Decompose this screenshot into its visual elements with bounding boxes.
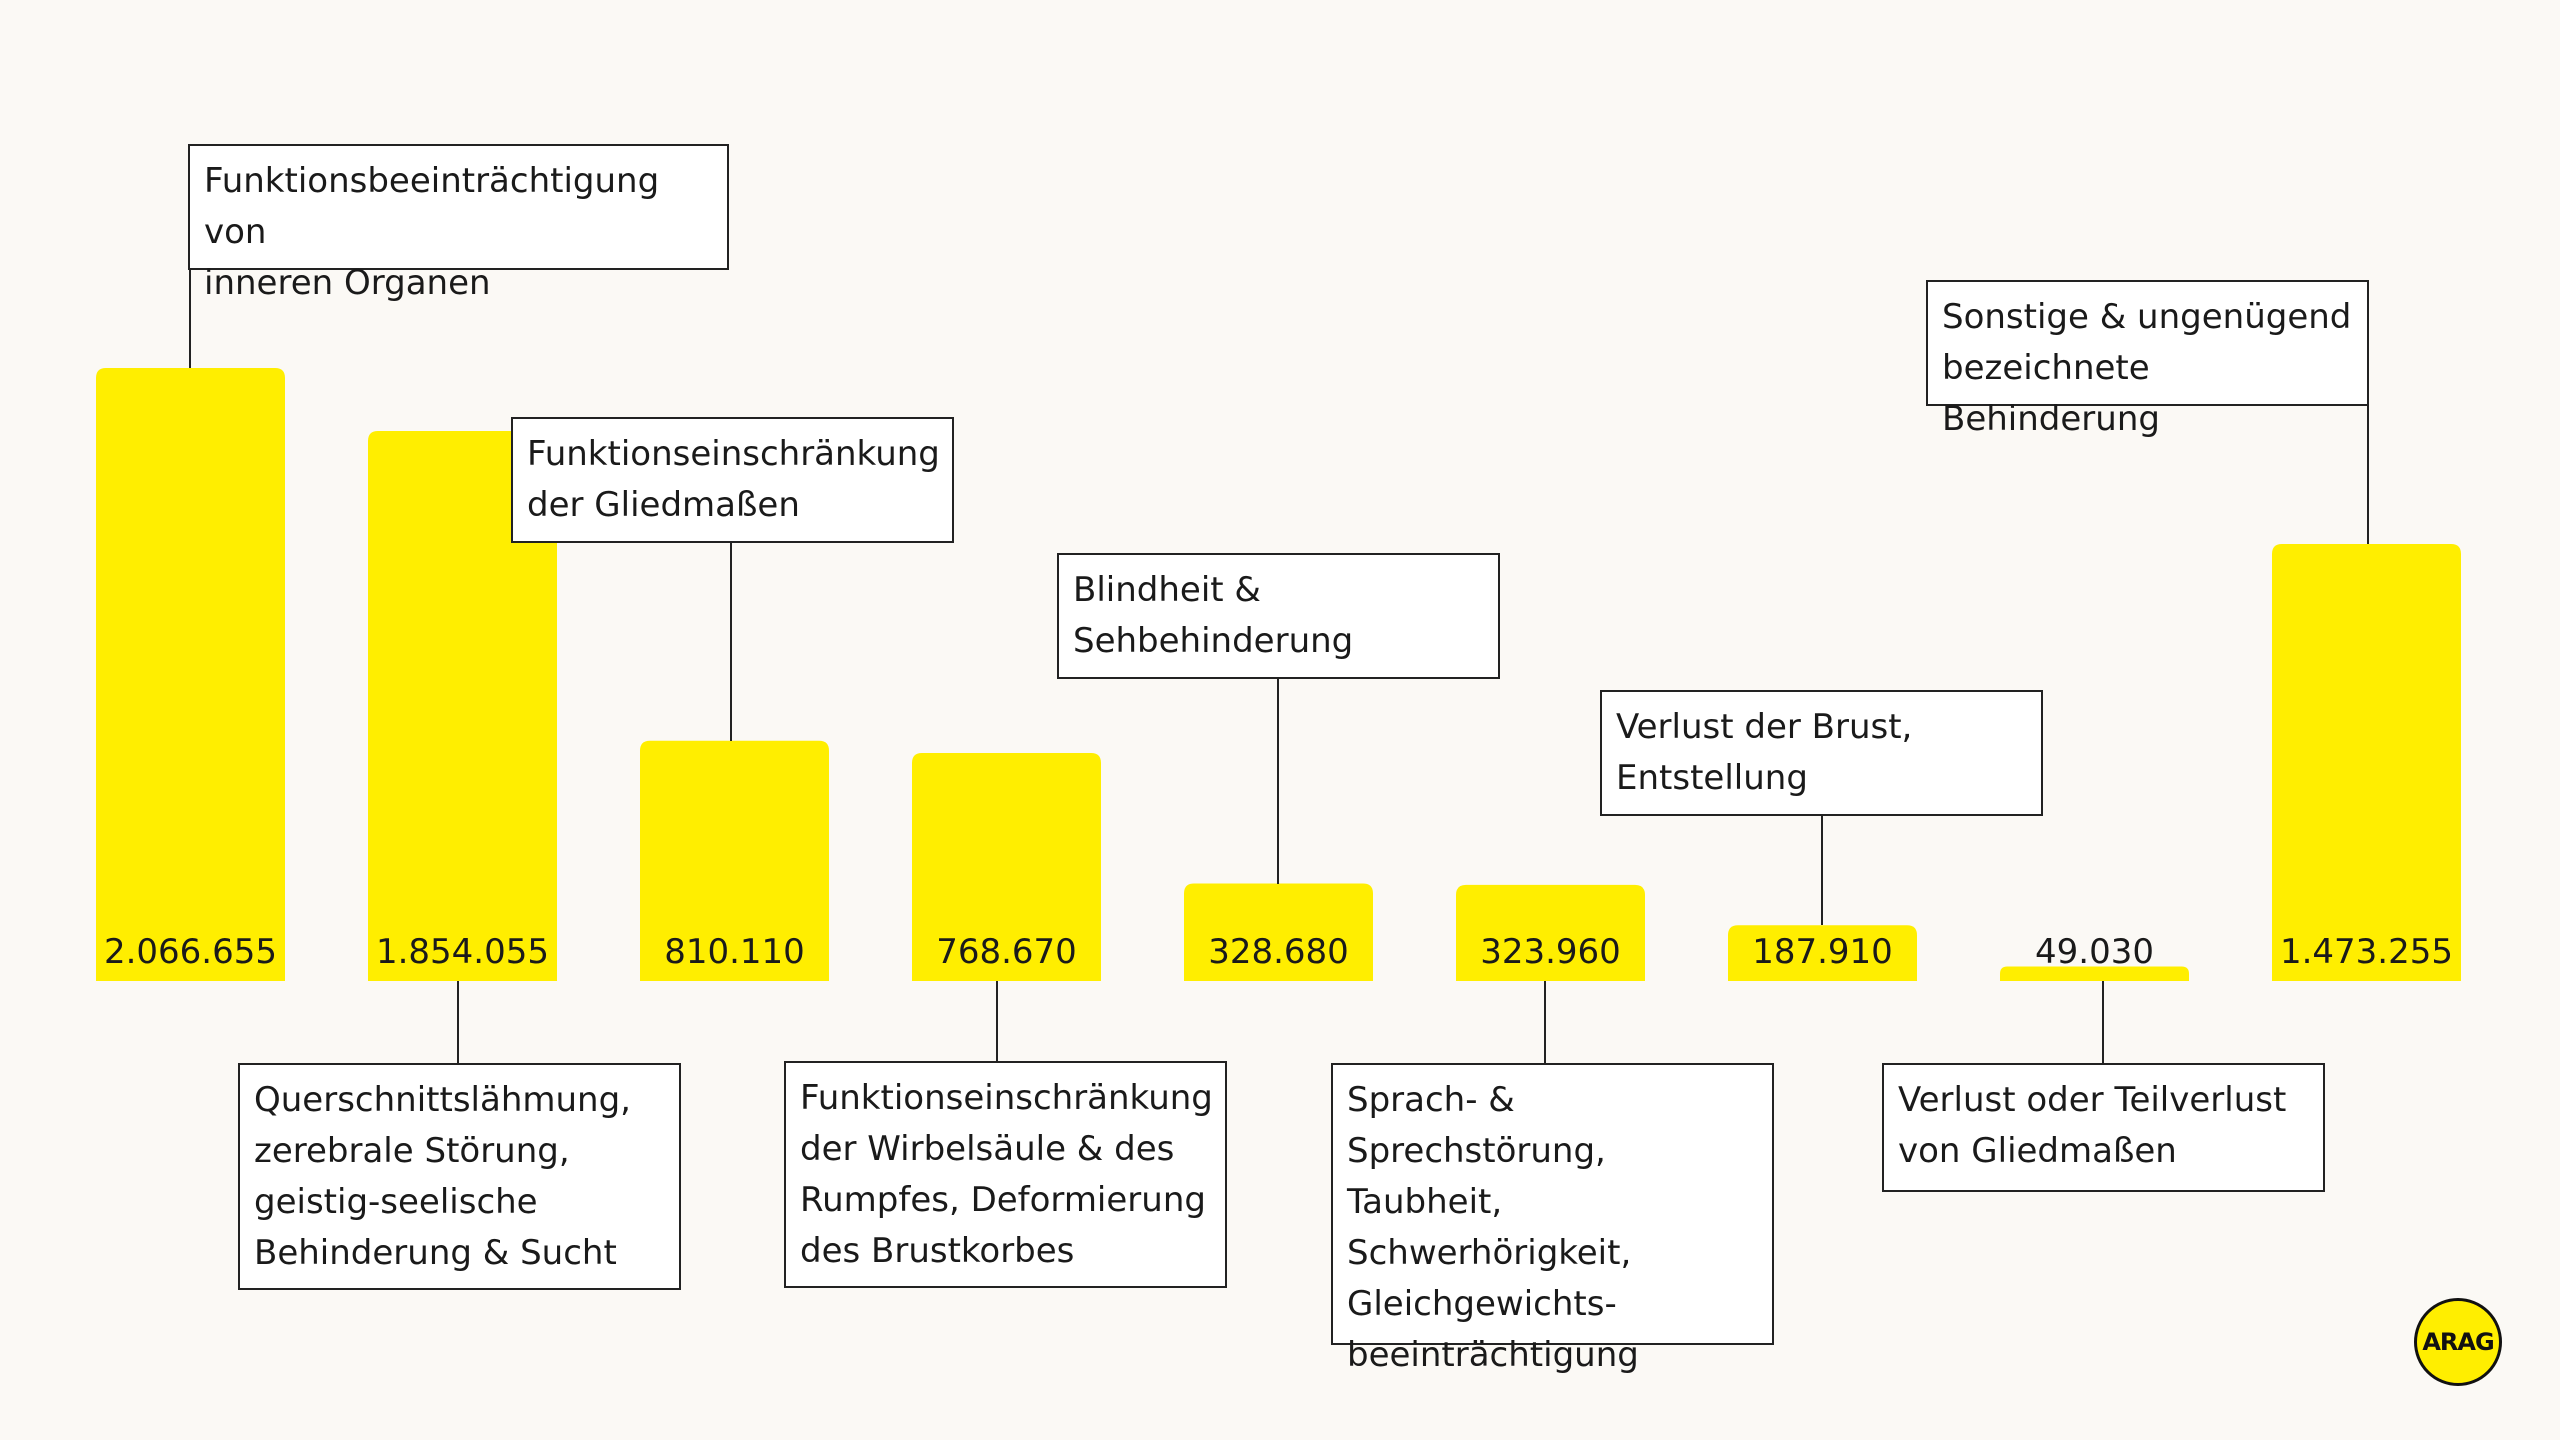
category-label-line: von Gliedmaßen — [1898, 1131, 2177, 1171]
category-label-4: Funktionseinschränkung der Wirbelsäule & … — [784, 1061, 1227, 1288]
value-label-5: 328.680 — [1208, 932, 1349, 972]
logo-text: ARAG — [2422, 1328, 2494, 1356]
bar-1 — [96, 368, 285, 981]
bar-7 — [1728, 925, 1917, 981]
bar-9 — [2272, 544, 2461, 981]
category-label-line: Schwerhörigkeit, — [1347, 1233, 1632, 1273]
category-label-line: Sehbehinderung — [1073, 621, 1354, 661]
value-label-6: 323.960 — [1480, 932, 1621, 972]
value-label-4: 768.670 — [936, 932, 1077, 972]
category-label-9: Sonstige & ungenügend bezeichnete Behinde… — [1926, 280, 2369, 439]
category-label-line: bezeichnete Behinderung — [1942, 348, 2160, 439]
value-label-3: 810.110 — [664, 932, 805, 972]
connector-line-5 — [1277, 679, 1279, 884]
category-label-8: Verlust oder Teilverlust von Gliedmaßen — [1882, 1063, 2325, 1192]
bar-2 — [368, 431, 557, 981]
category-label-line: Sprechstörung, Taubheit, — [1347, 1131, 1606, 1222]
category-label-7: Verlust der Brust, Entstellung — [1600, 690, 2043, 816]
category-label-line: Querschnittslähmung, — [254, 1080, 631, 1120]
category-label-line: der Wirbelsäule & des — [800, 1129, 1175, 1169]
value-label-8: 49.030 — [2035, 932, 2154, 972]
category-label-line: beeinträchtigung — [1347, 1335, 1639, 1375]
value-label-2: 1.854.055 — [375, 932, 550, 972]
value-label-9: 1.473.255 — [2279, 932, 2454, 972]
connector-line-7 — [1821, 816, 1823, 926]
category-label-3: Funktionseinschränkung der Gliedmaßen — [511, 417, 954, 543]
category-label-line: geistig-seelische — [254, 1182, 538, 1222]
category-label-5: Blindheit & Sehbehinderung — [1057, 553, 1500, 679]
connector-line-9 — [2367, 406, 2369, 544]
category-label-line: des Brustkorbes — [800, 1231, 1075, 1271]
bar-3 — [640, 740, 829, 981]
connector-line-8 — [2102, 981, 2104, 1063]
value-label-1: 2.066.655 — [103, 932, 278, 972]
category-label-line: Funktionseinschränkung — [800, 1078, 1213, 1118]
value-label-7: 187.910 — [1752, 932, 1893, 972]
bar-8 — [2000, 966, 2189, 981]
category-label-line: der Gliedmaßen — [527, 485, 800, 525]
category-label-line: Entstellung — [1616, 758, 1808, 798]
category-label-line: Gleichgewichts- — [1347, 1284, 1617, 1324]
category-label-6: Sprach- & Sprechstörung, Taubheit, Schwerh… — [1331, 1063, 1774, 1375]
category-label-line: Behinderung & Sucht — [254, 1233, 617, 1273]
connector-line-4 — [996, 981, 998, 1061]
category-label-line: Verlust der Brust, — [1616, 707, 1913, 747]
category-label-line: inneren Organen — [204, 263, 491, 303]
category-label-line: Verlust oder Teilverlust — [1898, 1080, 2287, 1120]
bar-6 — [1456, 884, 1645, 981]
category-label-line: Funktionseinschränkung — [527, 434, 940, 474]
category-label-line: Blindheit & — [1073, 570, 1261, 610]
category-label-line: Sprach- & — [1347, 1080, 1515, 1120]
connector-line-1 — [189, 270, 191, 368]
category-label-line: Funktionsbeeinträchtigung von — [204, 161, 660, 252]
bar-4 — [912, 753, 1101, 981]
category-label-2: Querschnittslähmung, zerebrale Störung, ge… — [238, 1063, 681, 1290]
category-label-line: Rumpfes, Deformierung — [800, 1180, 1206, 1220]
category-label-1: Funktionsbeeinträchtigung von inneren Org… — [188, 144, 729, 303]
bar-5 — [1184, 883, 1373, 981]
arag-logo: ARAG — [2414, 1298, 2502, 1386]
category-label-line: Sonstige & ungenügend — [1942, 297, 2352, 337]
connector-line-2 — [457, 981, 459, 1063]
connector-line-3 — [730, 543, 732, 741]
connector-line-6 — [1544, 981, 1546, 1063]
category-label-line: zerebrale Störung, — [254, 1131, 570, 1171]
